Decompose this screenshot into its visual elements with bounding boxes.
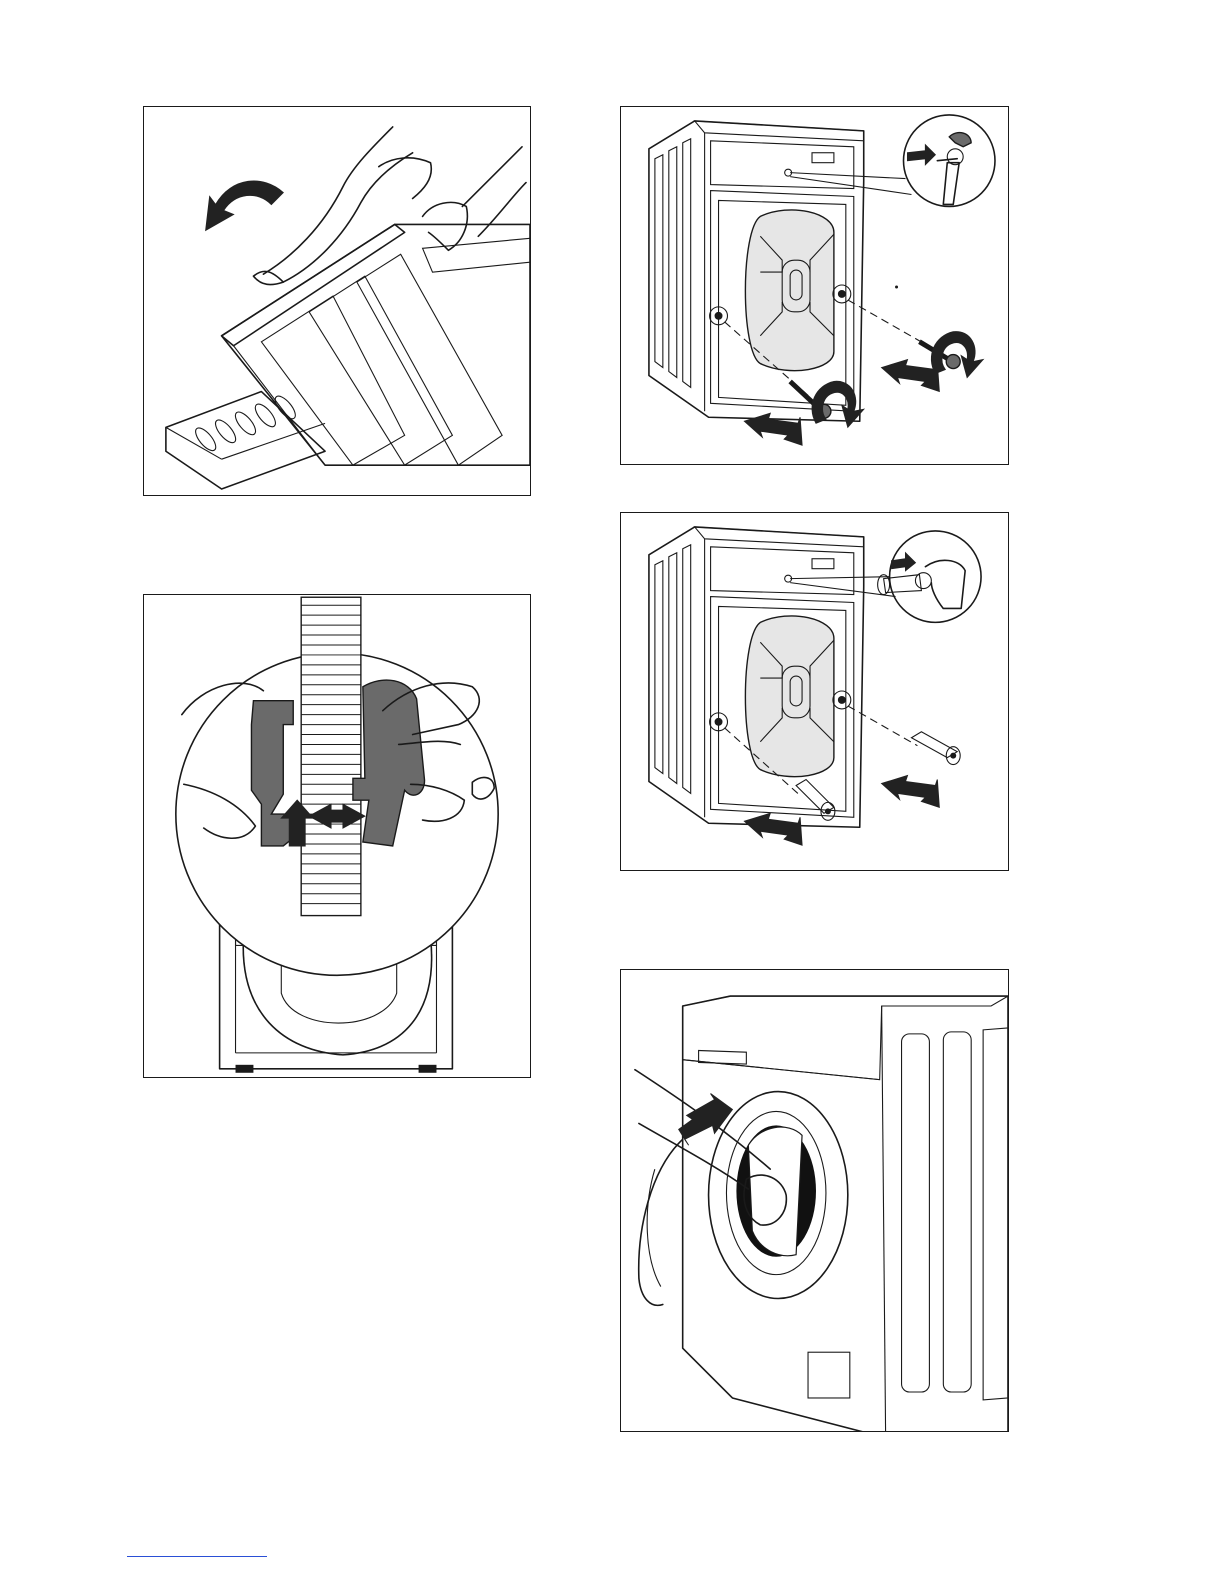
figure-remove-transit-bolts	[620, 106, 1009, 465]
remove-drum-packing-illustration	[621, 970, 1008, 1431]
pull-arrow-icon	[744, 413, 802, 445]
tilt-machine-remove-base-illustration	[144, 107, 530, 495]
footer-rule	[127, 1556, 267, 1557]
hose-clip-adjust-illustration	[144, 595, 530, 1077]
insert-plastic-caps-illustration	[621, 513, 1008, 870]
pull-arrow-icon	[882, 360, 940, 392]
figure-tilt-machine	[143, 106, 531, 496]
figure-insert-plastic-caps	[620, 512, 1009, 871]
pull-arrow-icon	[744, 813, 802, 845]
rotate-arrow-icon	[931, 332, 983, 378]
pull-arrow-icon	[882, 776, 940, 808]
figure-remove-drum-packing	[620, 969, 1009, 1432]
figure-hose-clip	[143, 594, 531, 1078]
unscrew-transit-bolts-illustration	[621, 107, 1008, 464]
pull-arrow-icon	[679, 1094, 733, 1146]
rotate-arrow-icon	[206, 181, 284, 230]
